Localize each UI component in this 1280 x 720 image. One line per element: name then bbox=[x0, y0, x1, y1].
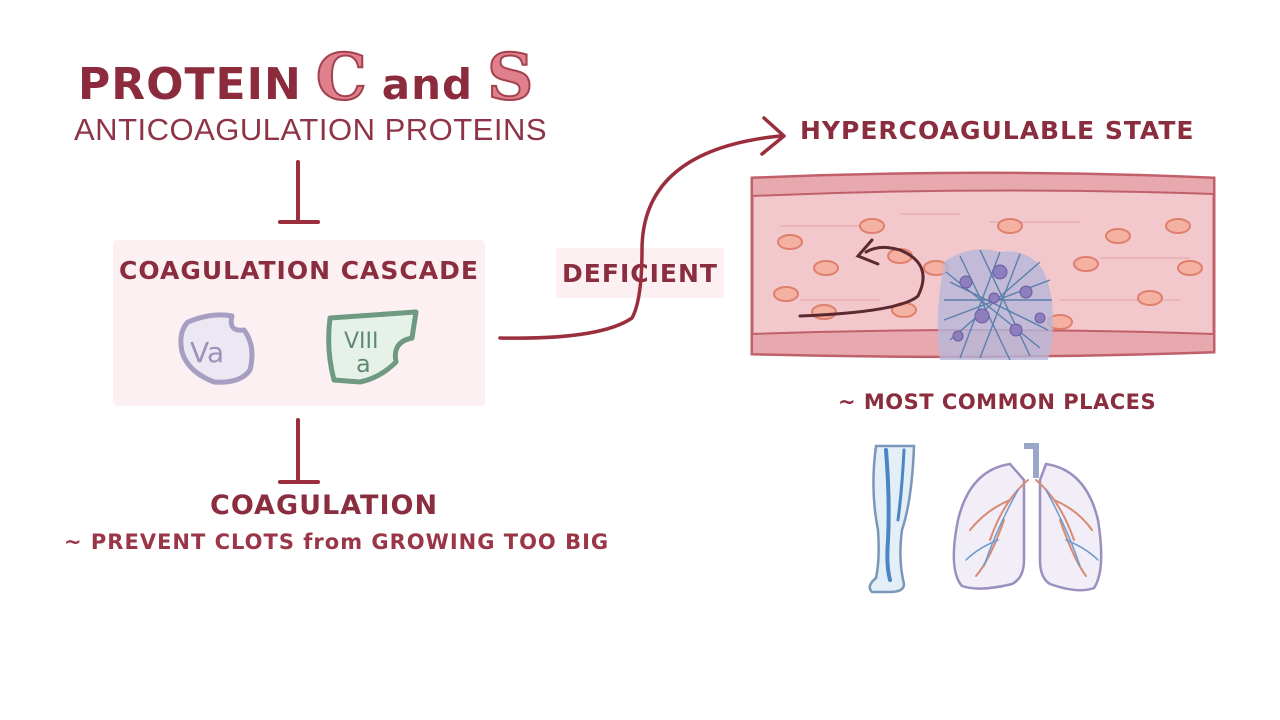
common-places-label: ~ MOST COMMON PLACES bbox=[838, 390, 1157, 414]
svg-text:a: a bbox=[356, 350, 371, 378]
factor-viiia-icon: VIII a bbox=[326, 309, 419, 385]
clot-icon bbox=[937, 249, 1053, 361]
blood-vessel-illustration bbox=[750, 171, 1216, 361]
inhibit-bar-icon bbox=[278, 418, 320, 484]
svg-text:VIII: VIII bbox=[344, 329, 379, 354]
hypercoagulable-state-label: HYPERCOAGULABLE STATE bbox=[800, 116, 1195, 145]
title-letter-c: C bbox=[315, 39, 368, 116]
page-title: PROTEIN C and S bbox=[78, 39, 534, 116]
lungs-illustration bbox=[952, 443, 1103, 592]
title-protein: PROTEIN bbox=[78, 59, 302, 110]
leg-illustration bbox=[868, 444, 916, 594]
cascade-label: COAGULATION CASCADE bbox=[119, 256, 479, 285]
curved-arrow-icon bbox=[498, 116, 786, 340]
inhibit-bar-icon bbox=[278, 160, 320, 224]
coagulation-note: ~ PREVENT CLOTS from GROWING TOO BIG bbox=[64, 530, 610, 554]
factor-va-icon: Va bbox=[178, 312, 255, 385]
svg-text:Va: Va bbox=[190, 336, 224, 369]
title-letter-s: S bbox=[486, 39, 535, 116]
subtitle: ANTICOAGULATION PROTEINS bbox=[74, 112, 548, 147]
coagulation-label: COAGULATION bbox=[210, 490, 439, 521]
cascade-box bbox=[113, 240, 485, 406]
title-and: and bbox=[381, 60, 474, 109]
